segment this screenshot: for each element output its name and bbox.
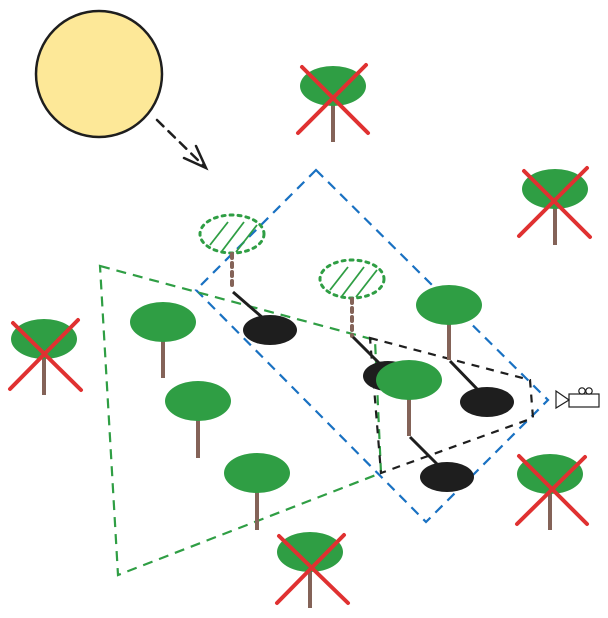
light-direction-line bbox=[155, 118, 207, 169]
excluded-tree bbox=[8, 318, 83, 395]
sun-disc bbox=[34, 9, 164, 139]
camera-reel bbox=[585, 387, 593, 395]
camera-lens bbox=[555, 389, 571, 410]
camera-body bbox=[568, 393, 600, 408]
ghost-crown bbox=[198, 213, 266, 292]
arrow-icon bbox=[155, 118, 209, 171]
cross-icon bbox=[296, 63, 370, 135]
excluded-tree bbox=[275, 532, 350, 608]
tree-shadow bbox=[408, 435, 474, 492]
blue-region bbox=[194, 168, 550, 524]
ghost-crown bbox=[318, 258, 386, 338]
tree bbox=[224, 453, 290, 530]
camera-reel bbox=[578, 387, 586, 395]
tree bbox=[165, 381, 231, 458]
excluded-tree bbox=[296, 63, 370, 142]
light-direction-arrowhead bbox=[182, 144, 209, 171]
view-region bbox=[368, 336, 535, 475]
cross-icon bbox=[8, 318, 83, 392]
tree bbox=[376, 360, 442, 436]
camera-icon bbox=[555, 387, 600, 410]
tree-shadow bbox=[448, 359, 514, 417]
sun-icon bbox=[34, 9, 164, 139]
tree bbox=[416, 285, 482, 360]
cross-icon bbox=[517, 166, 592, 239]
tree-shadow bbox=[232, 290, 297, 345]
excluded-tree bbox=[517, 166, 592, 245]
cross-icon bbox=[515, 454, 589, 526]
tree bbox=[130, 302, 196, 378]
cross-icon bbox=[275, 533, 350, 605]
excluded-tree bbox=[515, 454, 589, 530]
